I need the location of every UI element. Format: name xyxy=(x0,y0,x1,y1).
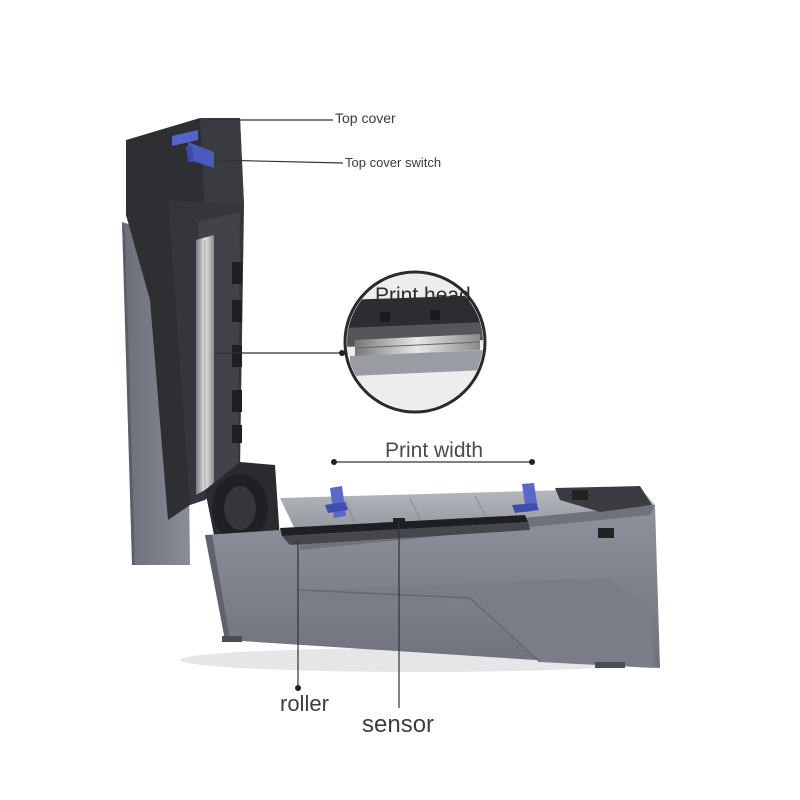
top-cover-switch xyxy=(172,130,214,168)
platen-roller xyxy=(280,515,530,545)
print-head xyxy=(196,235,214,495)
label-top-cover-switch: Top cover switch xyxy=(345,155,442,170)
media-guides xyxy=(325,483,539,518)
label-top-cover: Top cover xyxy=(335,110,396,126)
label-print-width: Print width xyxy=(385,439,484,462)
label-roller: roller xyxy=(280,691,329,716)
leader-lines xyxy=(205,119,532,708)
label-print-head: Print head xyxy=(375,284,471,307)
label-sensor: sensor xyxy=(362,711,435,738)
leader-top-cover-switch xyxy=(213,159,344,164)
print-width-dot-right xyxy=(529,459,535,465)
roller-dot xyxy=(295,685,301,691)
print-head-dot xyxy=(339,350,345,356)
sensor-window xyxy=(393,518,405,522)
print-width-dot-left xyxy=(331,459,337,465)
hinge-assembly xyxy=(205,462,280,542)
print-head-zoom xyxy=(343,270,487,414)
